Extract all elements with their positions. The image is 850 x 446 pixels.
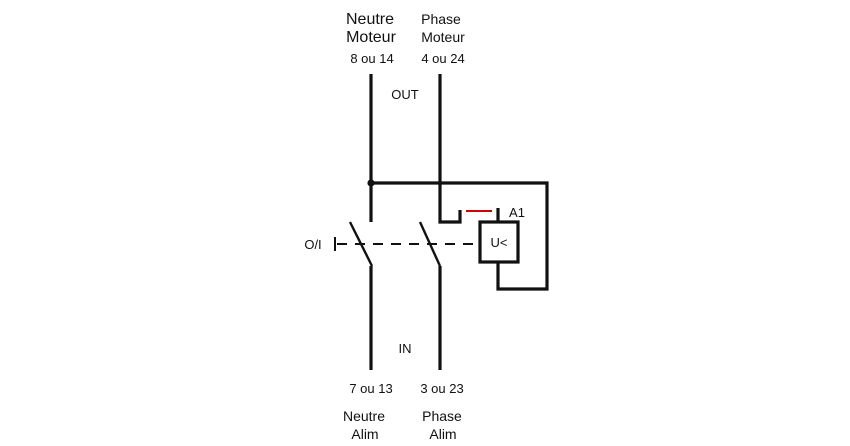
undervoltage-relay-coil (478, 220, 520, 264)
bottom-neutral-label-line1: Neutre (343, 408, 385, 424)
bottom-phase-label-line2: Alim (429, 426, 456, 442)
in-label: IN (399, 341, 412, 356)
bottom-phase-pins: 3 ou 23 (420, 381, 463, 396)
top-neutral-label-line1: Neutre (346, 11, 394, 28)
top-neutral-pins: 8 ou 14 (350, 51, 393, 66)
top-phase-pins: 4 ou 24 (421, 51, 464, 66)
relay-coil-label: U< (491, 235, 508, 250)
out-label: OUT (391, 87, 419, 102)
phase-wire-top (438, 74, 462, 224)
bottom-phase-label-line1: Phase (422, 408, 462, 424)
switch-label: O/I (304, 237, 321, 252)
top-phase-label-line1: Phase (421, 11, 461, 27)
bottom-neutral-label-line2: Alim (351, 426, 378, 442)
relay-loop-wire (371, 181, 549, 291)
top-phase-label-line2: Moteur (421, 29, 465, 45)
relay-terminal-label: A1 (509, 205, 525, 220)
bottom-neutral-pins: 7 ou 13 (349, 381, 392, 396)
top-neutral-label-line2: Moteur (346, 29, 396, 46)
